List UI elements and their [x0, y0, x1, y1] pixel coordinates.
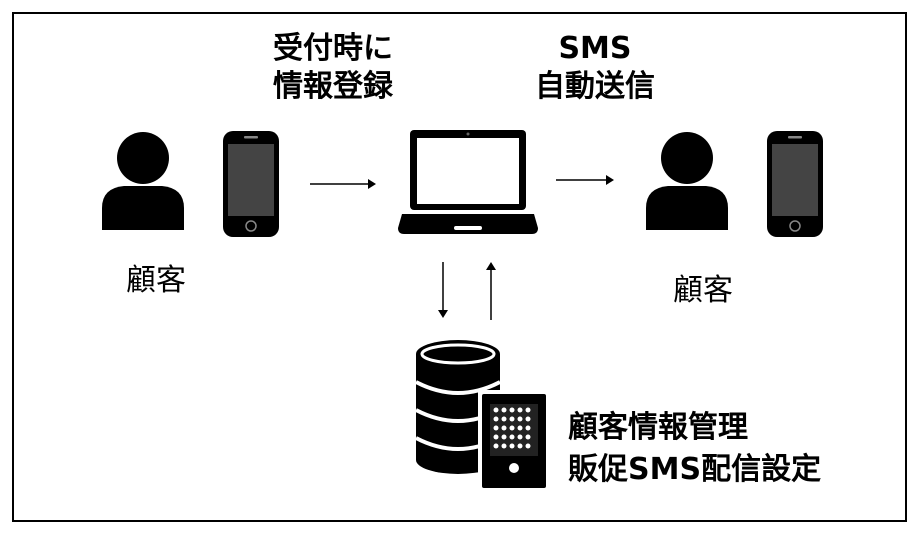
smartphone-icon	[767, 131, 823, 237]
db-label-line-1: 顧客情報管理	[568, 410, 748, 445]
diagram-frame	[12, 12, 907, 522]
sms-auto-label-line-2: 自動送信	[535, 69, 655, 104]
database-server-icon	[415, 340, 548, 488]
registration-label-line-1: 受付時に	[273, 31, 393, 66]
arrow-up-icon	[486, 262, 496, 320]
smartphone-icon	[223, 131, 279, 237]
person-icon	[646, 132, 728, 230]
laptop-icon	[398, 130, 538, 234]
customer-label-left: 顧客	[126, 263, 186, 298]
registration-label-line-2: 情報登録	[273, 69, 393, 104]
customer-label-right: 顧客	[673, 273, 733, 308]
arrow-down-icon	[438, 262, 448, 318]
db-label-line-2: 販促SMS配信設定	[568, 452, 822, 487]
arrow-right-icon	[310, 179, 376, 189]
db-label: 顧客情報管理 販促SMS配信設定	[568, 407, 821, 491]
sms-auto-label: SMS 自動送信	[510, 30, 680, 106]
person-icon	[102, 132, 184, 230]
arrow-right-icon	[556, 175, 614, 185]
sms-auto-label-line-1: SMS	[558, 31, 632, 66]
registration-label: 受付時に 情報登録	[248, 30, 418, 106]
